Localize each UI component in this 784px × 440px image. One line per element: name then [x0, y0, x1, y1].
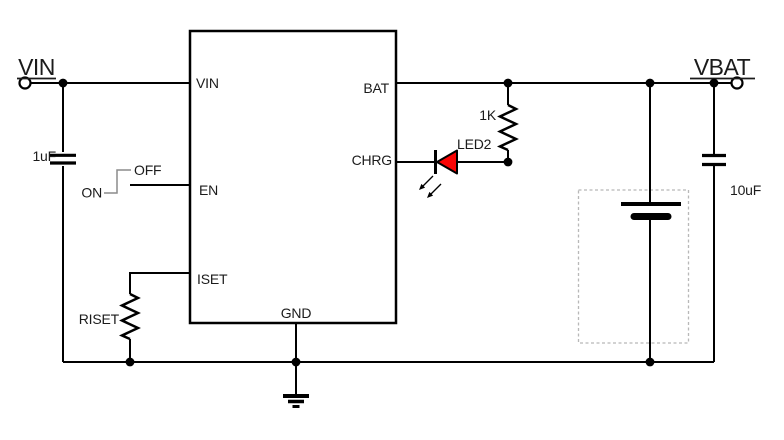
enable-step-symbol [104, 169, 131, 194]
led-resistor-zigzag [496, 103, 519, 152]
status-led-label: LED2 [457, 136, 492, 152]
output-capacitor: 10uF [702, 153, 761, 198]
ic-pin-chrg-label: CHRG [352, 152, 392, 168]
input-capacitor: 1uF [32, 148, 76, 165]
led-emission-arrow-1 [421, 175, 434, 188]
ic-pin-gnd-label: GND [281, 305, 312, 321]
led-emission-arrowhead-1 [419, 183, 426, 190]
ground-symbol [283, 394, 309, 408]
junction-dot [645, 357, 655, 367]
input-capacitor-label: 1uF [32, 148, 56, 164]
ic-pin-bat-label: BAT [363, 80, 389, 96]
status-led: LED2 [419, 136, 492, 198]
ic-body [188, 29, 398, 325]
iset-resistor: RISET [79, 292, 141, 341]
junction-dot [645, 78, 655, 88]
junction-dots [58, 78, 719, 367]
battery [621, 202, 681, 220]
junction-dot [503, 78, 513, 88]
iset-wire [129, 272, 190, 362]
junction-dot [125, 357, 135, 367]
led-resistor-label: 1K [479, 107, 497, 123]
junction-dot [58, 78, 68, 88]
enable-on-label: ON [81, 185, 102, 201]
output-capacitor-label: 10uF [730, 182, 761, 198]
vin-terminal-label: VIN [18, 54, 55, 80]
led-triangle [436, 149, 458, 175]
vbat-terminal-label: VBAT [694, 54, 751, 80]
enable-off-label: OFF [134, 162, 161, 178]
vin-terminal-circle [18, 76, 32, 90]
iset-resistor-zigzag [118, 292, 141, 341]
wires [30, 82, 732, 395]
vbat-terminal: VBAT [690, 54, 755, 90]
battery-dashed-box [577, 189, 690, 344]
ic-block: VIN EN ISET BAT CHRG GND [188, 29, 398, 325]
led-resistor: 1K [479, 103, 519, 152]
led-emission-arrowhead-2 [427, 191, 434, 198]
vbat-terminal-circle [730, 76, 744, 90]
junction-dot [709, 78, 719, 88]
led-emission-arrow-2 [429, 183, 442, 196]
ic-pin-en-label: EN [199, 182, 218, 198]
ic-pin-vin-label: VIN [196, 75, 219, 91]
ic-pin-iset-label: ISET [197, 271, 228, 287]
iset-resistor-label: RISET [79, 311, 120, 327]
junction-dot [503, 157, 513, 167]
vin-terminal: VIN [17, 54, 56, 90]
enable-switch-annotation: ON OFF [81, 162, 161, 201]
junction-dot [291, 357, 301, 367]
